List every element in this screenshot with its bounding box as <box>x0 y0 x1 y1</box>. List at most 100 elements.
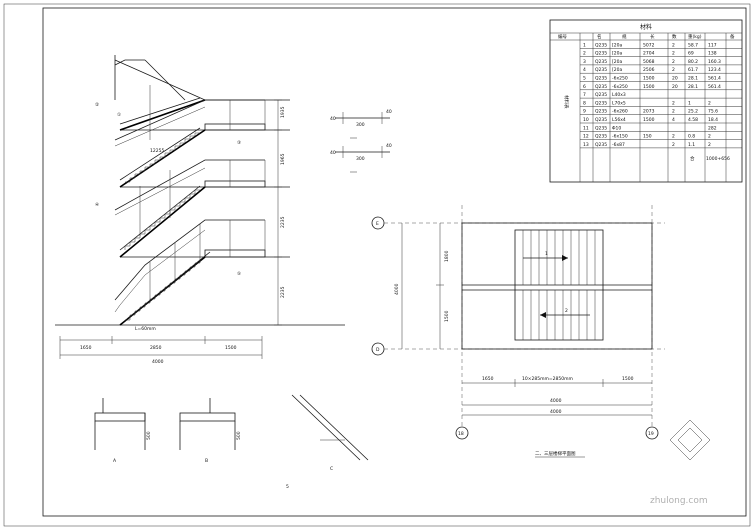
table-cell: Q235 <box>595 134 607 140</box>
table-cell: 282 <box>708 125 717 131</box>
table-cell: 8 <box>583 100 586 106</box>
table-cell: 5072 <box>643 42 655 48</box>
table-cell: -6x250 <box>612 76 628 82</box>
table-cell: 123.4 <box>708 67 721 73</box>
bottom-total: 4000 <box>152 359 164 365</box>
sheet-border <box>3 3 751 527</box>
table-cell: 1500 <box>643 84 655 90</box>
table-cell: 2 <box>672 67 675 73</box>
table-cell: 2506 <box>643 67 655 73</box>
detail-dim-1: 500 <box>146 431 152 440</box>
plan-vertical-dim-2: 1500 <box>444 310 450 322</box>
plan-vertical-dim-1: 1800 <box>444 250 450 262</box>
callout-4: ④ <box>95 202 99 208</box>
detail-label-a: A <box>113 458 117 464</box>
detail-label-b: B <box>205 458 208 464</box>
table-cell: 4.58 <box>688 117 698 123</box>
table-cell: Q235 <box>595 100 607 106</box>
table-cell: 2 <box>672 59 675 65</box>
table-cell: Q235 <box>595 42 607 48</box>
level-height-1: 1935 <box>280 106 286 118</box>
table-header-3: 长 <box>650 33 655 40</box>
table-cell: L40x3 <box>612 92 626 98</box>
table-cell: 75.6 <box>708 109 718 115</box>
table-cell: 2 <box>672 109 675 115</box>
table-cell: 2073 <box>643 109 655 115</box>
callout-2: ② <box>95 102 99 108</box>
table-cell: 28.1 <box>688 76 698 82</box>
table-cell: 2 <box>708 100 711 106</box>
drawing-frame <box>42 7 747 517</box>
table-cell: [20a <box>612 51 622 57</box>
connection-details: A B C 500 500 <box>94 394 369 472</box>
table-cell: 5068 <box>643 59 655 65</box>
plan-arrow-label-2: 2 <box>565 308 568 314</box>
table-cell: Φ10 <box>612 125 621 131</box>
table-total-label: 合 <box>690 155 695 162</box>
table-cell: 1 <box>583 42 586 48</box>
table-cell: 9 <box>583 109 586 115</box>
table-cell: 117 <box>708 42 717 48</box>
axis-bottom-label: D <box>376 347 380 353</box>
watermark-text: zhulong.com <box>650 496 708 506</box>
small-bottom-val-1: 40 <box>330 150 336 156</box>
plan-arrow-label-1: 1 <box>545 251 548 257</box>
table-cell: 0.8 <box>688 134 695 140</box>
table-cell: 2704 <box>643 51 655 57</box>
callout-3: ③ <box>237 140 241 146</box>
table-cell: 2 <box>708 142 711 148</box>
table-cell: 5 <box>583 76 586 82</box>
table-cell: Q235 <box>595 92 607 98</box>
detail-label-c: C <box>330 466 333 472</box>
table-cell: [20a <box>612 42 622 48</box>
table-cell: 6 <box>583 84 586 90</box>
zhulong-watermark: zhulong.com <box>650 419 711 506</box>
table-cell: -6x260 <box>612 109 628 115</box>
table-total-value: 1000+656 <box>706 156 730 162</box>
table-cell: 2 <box>672 51 675 57</box>
table-cell: 4 <box>583 67 586 73</box>
table-cell: [20a <box>612 67 622 73</box>
small-bottom-val-2: 300 <box>356 156 365 162</box>
table-cell: L56x4 <box>612 117 626 123</box>
small-section-marks: 40 300 40 40 300 40 <box>330 109 392 173</box>
table-header-5: 重(kg) <box>688 33 702 40</box>
plan-bottom-dim-1: 1650 <box>482 376 494 382</box>
table-cell: 561.4 <box>708 76 721 82</box>
table-cell: 13 <box>583 142 589 148</box>
small-top-val-2: 300 <box>356 122 365 128</box>
table-cell: 1500 <box>643 117 655 123</box>
flight-label-1: 12255 <box>150 148 164 154</box>
table-cell: 20 <box>672 76 678 82</box>
table-cell: 11 <box>583 125 589 131</box>
axis-left-label: 18 <box>458 431 464 437</box>
table-cell: 2 <box>672 142 675 148</box>
plan-bottom-dim-2: 10×285mm=2850mm <box>522 376 573 382</box>
table-cell: Q235 <box>595 84 607 90</box>
table-cell: Q235 <box>595 117 607 123</box>
table-cell: Q235 <box>595 76 607 82</box>
table-cell: 1.1 <box>688 142 695 148</box>
axis-right-label: 19 <box>648 431 654 437</box>
table-cell: -6x87 <box>612 142 625 148</box>
table-cell: -6x250 <box>612 84 628 90</box>
table-cell: -6x150 <box>612 134 628 140</box>
table-cell: 58.7 <box>688 42 698 48</box>
table-cell: 69 <box>688 51 694 57</box>
table-header-1: 名 <box>597 33 602 40</box>
table-cell: 25.2 <box>688 109 698 115</box>
callout-5: ⑤ <box>237 271 241 277</box>
detail-dim-2: 500 <box>236 431 242 440</box>
table-cell: 1 <box>688 100 691 106</box>
bottom-dim-2: 2850 <box>150 345 162 351</box>
bottom-dim-3: 1500 <box>225 345 237 351</box>
table-header-6: 备 <box>730 33 735 40</box>
level-height-3: 2235 <box>280 216 286 228</box>
bottom-note: L=60mm <box>135 326 156 332</box>
table-cell: 80.2 <box>688 59 698 65</box>
table-header-4: 数 <box>672 33 677 40</box>
plan-bottom-total-2: 4000 <box>550 409 562 415</box>
